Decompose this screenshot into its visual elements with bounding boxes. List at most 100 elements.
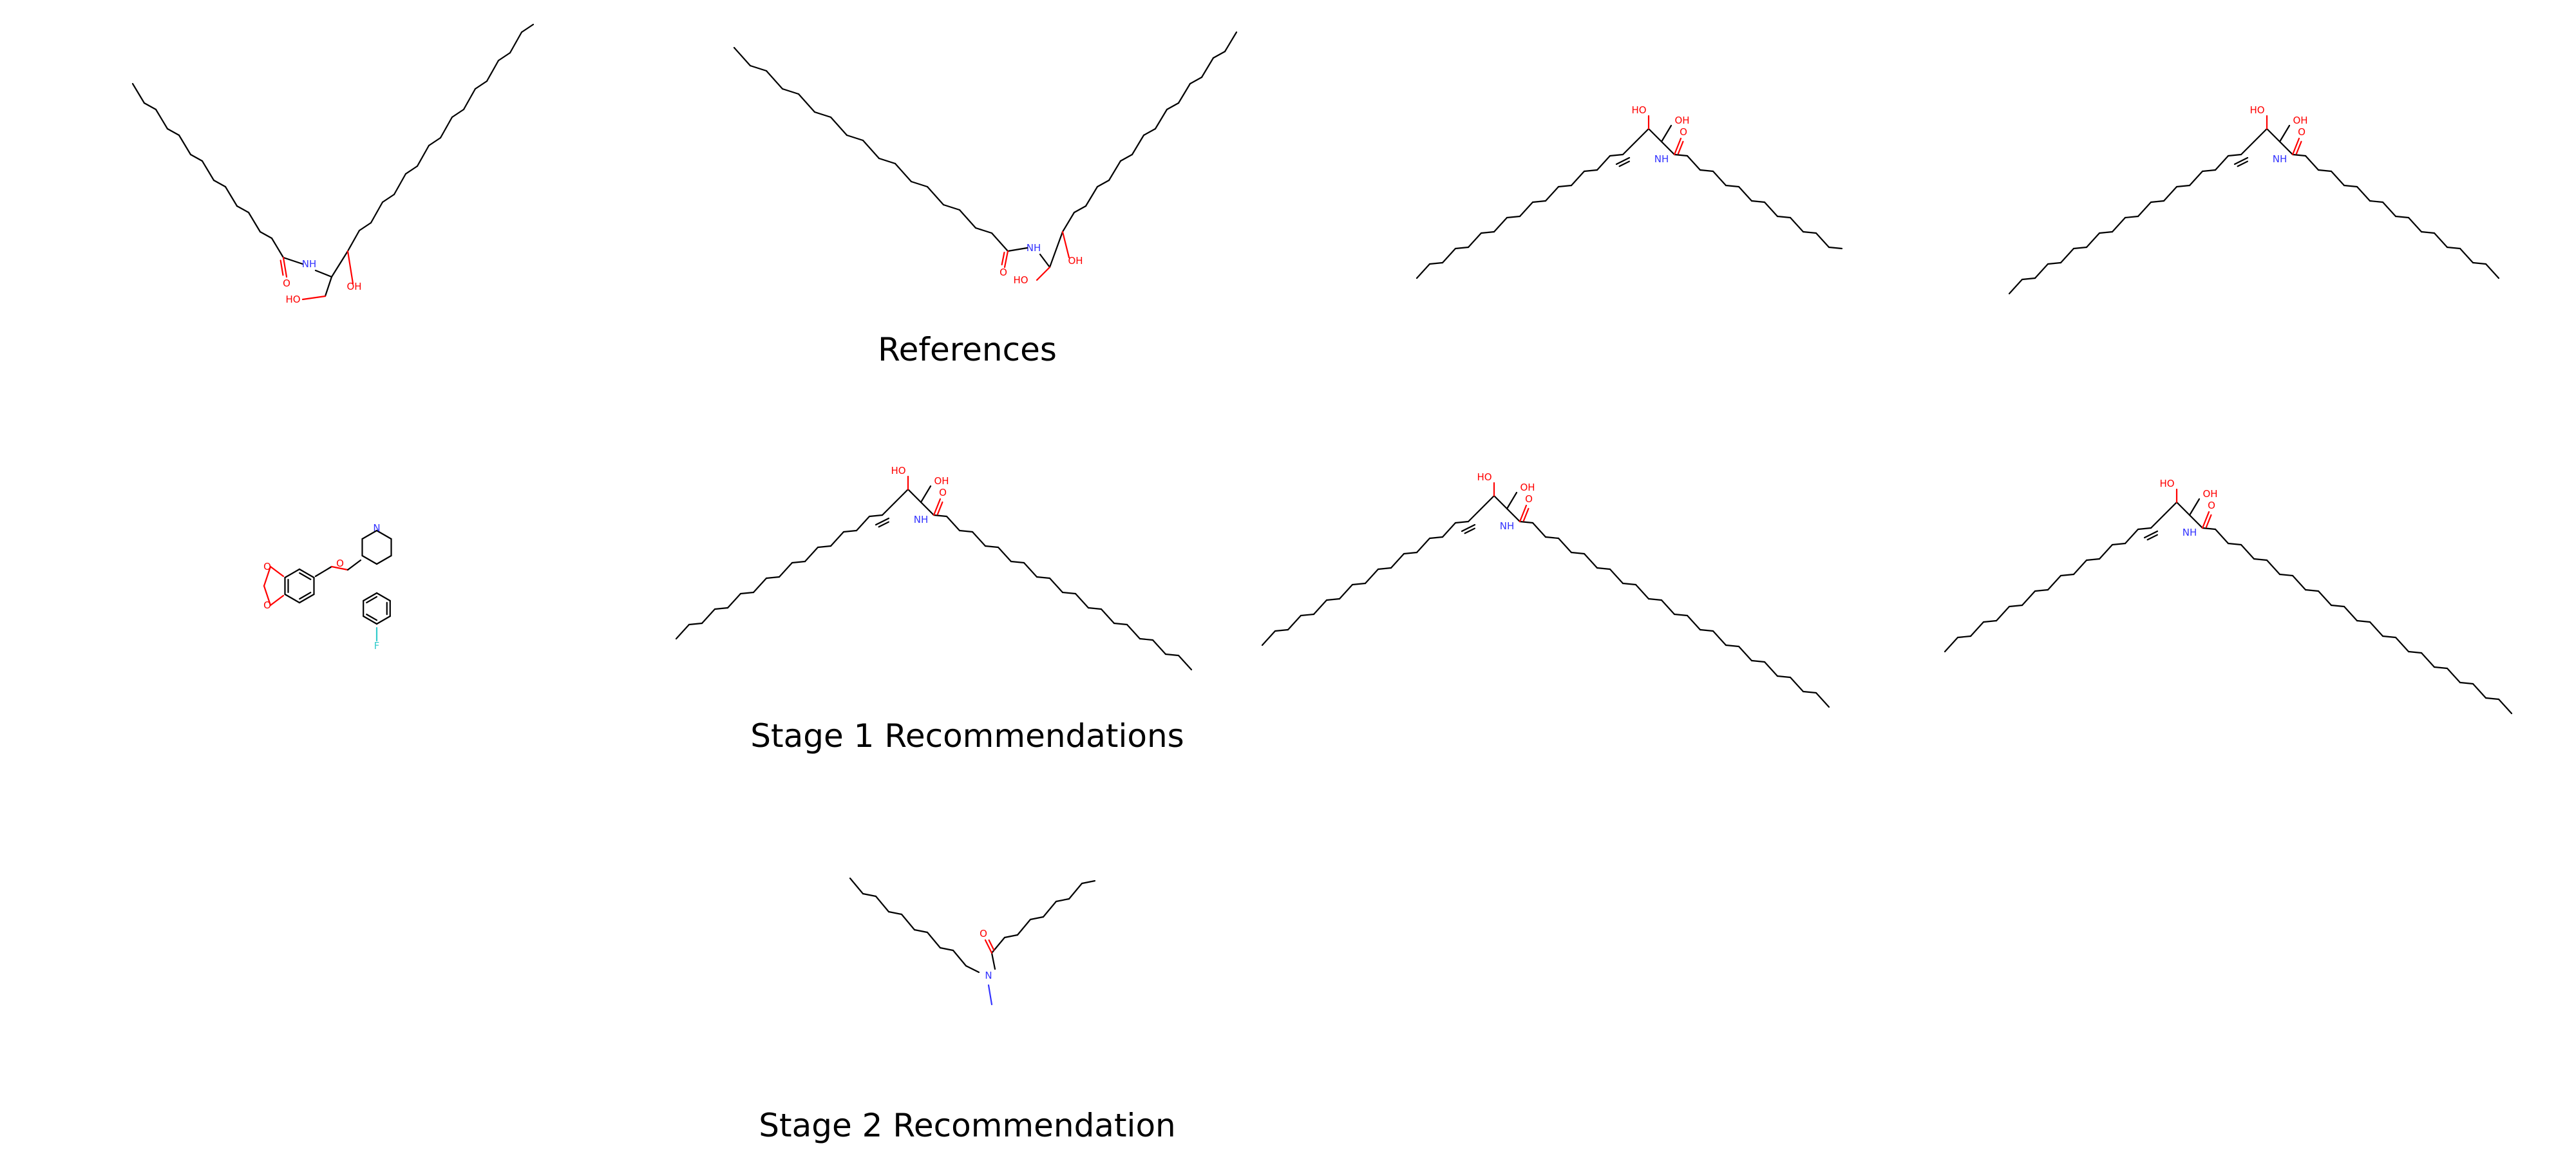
bond — [2008, 604, 2023, 608]
bond — [804, 546, 819, 563]
bond — [778, 561, 793, 578]
bond — [2304, 155, 2320, 171]
bond — [2047, 574, 2062, 591]
bond — [1224, 31, 1238, 53]
bond — [1454, 246, 1470, 250]
bond — [1531, 200, 1547, 203]
bond — [990, 232, 1009, 252]
bond — [1261, 630, 1276, 646]
bond — [1522, 507, 1530, 522]
bond — [314, 269, 333, 278]
bond — [1119, 153, 1133, 162]
bond — [2295, 140, 2302, 155]
bond — [1570, 551, 1586, 555]
bond — [1084, 185, 1099, 207]
bond — [486, 59, 500, 82]
amide-nh-label: NH — [302, 258, 317, 270]
bond — [1725, 644, 1740, 648]
caption-references: References — [878, 331, 1057, 368]
bond — [942, 203, 961, 211]
bond — [375, 592, 391, 602]
bond — [2188, 170, 2204, 187]
bond — [2163, 501, 2178, 516]
bond — [675, 623, 690, 640]
bond — [1003, 934, 1019, 939]
bond — [2343, 605, 2358, 622]
bond — [1622, 582, 1637, 586]
bond — [1454, 520, 1470, 524]
carbonyl-o-label: O — [2208, 500, 2215, 511]
bond — [1003, 250, 1009, 269]
bond — [2047, 261, 2062, 265]
bond — [1763, 201, 1779, 218]
bond — [1055, 898, 1070, 903]
ring-o-label: O — [263, 561, 271, 572]
bond — [2317, 169, 2333, 173]
bond — [346, 229, 361, 252]
bond — [1673, 137, 1682, 156]
bond — [2472, 261, 2487, 265]
bond — [1493, 495, 1508, 510]
bond — [2137, 527, 2152, 531]
bond — [1177, 82, 1191, 104]
bond — [1074, 592, 1090, 609]
bond — [1467, 232, 1482, 249]
bond — [1618, 160, 1630, 167]
bond — [1010, 560, 1025, 564]
bond — [2085, 558, 2101, 561]
bond — [2008, 278, 2023, 295]
bond — [2266, 127, 2281, 143]
bond — [2253, 558, 2268, 561]
bond — [509, 31, 523, 54]
bond — [2111, 216, 2126, 233]
bond — [2433, 232, 2448, 249]
bond — [366, 596, 378, 603]
bond — [2330, 170, 2345, 187]
bond — [2201, 511, 2210, 529]
bond — [2124, 215, 2139, 219]
bond — [2291, 153, 2307, 157]
bond — [2446, 667, 2461, 684]
bond — [1750, 200, 1766, 203]
bond — [263, 565, 272, 587]
bond — [2278, 140, 2294, 156]
bond — [497, 52, 511, 62]
bond — [2233, 156, 2249, 165]
bond — [1113, 622, 1128, 626]
bond — [1699, 169, 1714, 173]
bond — [862, 139, 880, 160]
bond — [1815, 692, 1830, 708]
bond — [301, 295, 327, 301]
bond — [2304, 589, 2320, 592]
bond — [263, 585, 272, 607]
bond — [2291, 574, 2307, 591]
bond — [2072, 559, 2088, 576]
bond — [346, 559, 362, 571]
fluorine-label: F — [374, 640, 380, 652]
amide-nh-label: NH — [1027, 242, 1041, 254]
carbonyl-o-label: O — [1680, 126, 1687, 138]
carbonyl-o-label: O — [980, 928, 987, 939]
hydroxyl-label: OH — [1674, 115, 1689, 126]
bond — [945, 515, 961, 532]
bond — [213, 179, 227, 188]
hydroxyl-label: OH — [1068, 255, 1083, 267]
bond — [298, 593, 315, 604]
bond — [1647, 127, 1663, 143]
carbonyl-o-label: O — [1525, 493, 1533, 505]
bond — [375, 615, 391, 625]
bond — [2021, 277, 2036, 281]
bond — [933, 498, 942, 516]
bond — [990, 952, 996, 970]
bond — [1139, 637, 1154, 641]
bond — [887, 910, 903, 916]
bond — [701, 608, 716, 625]
bond — [1609, 568, 1624, 585]
bond — [393, 173, 407, 196]
hydroxyl-label: OH — [2293, 115, 2307, 126]
bond — [971, 531, 987, 547]
